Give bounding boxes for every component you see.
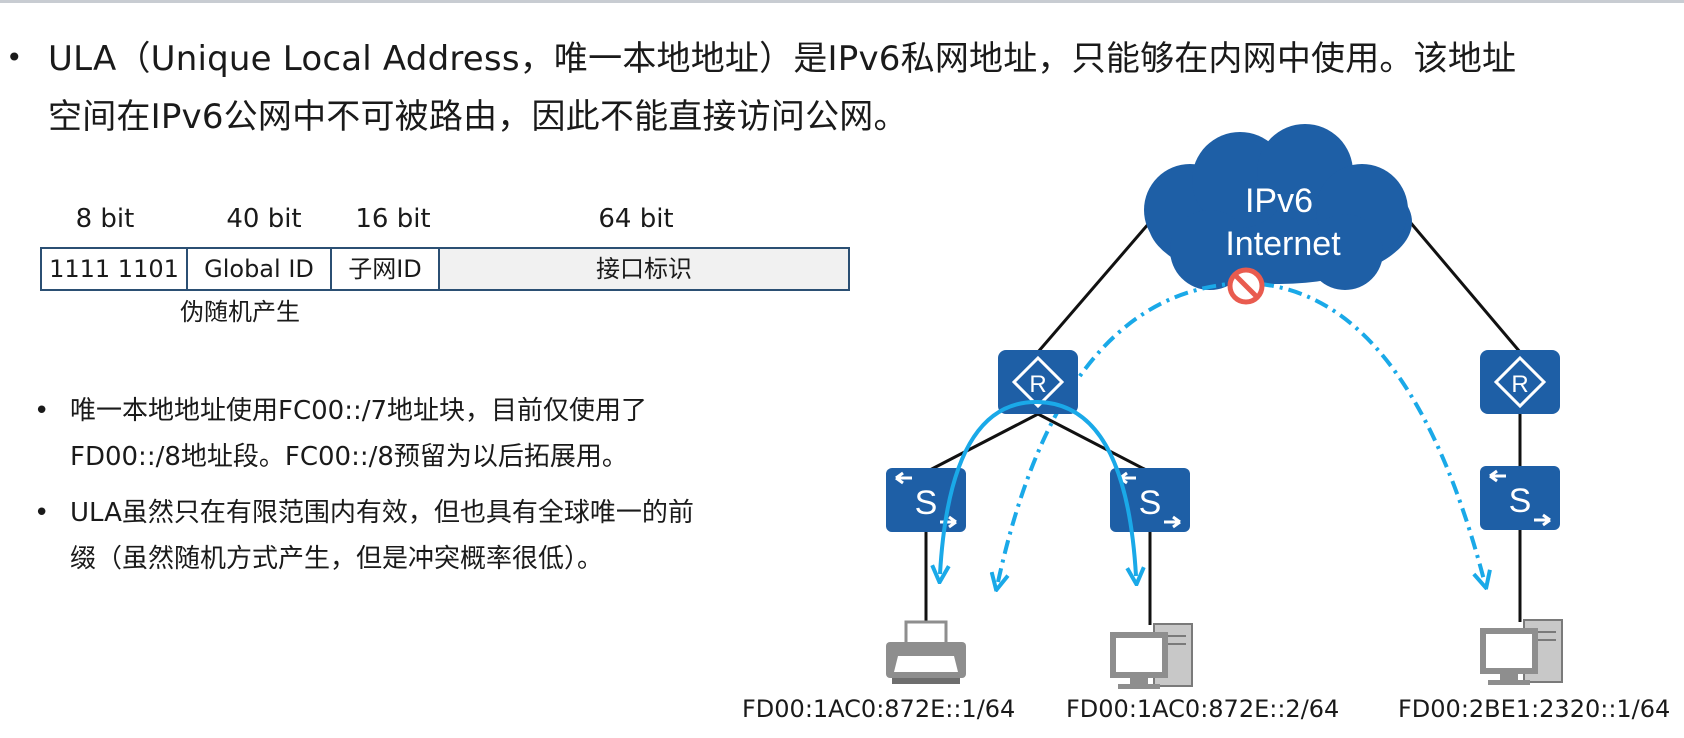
field-subnet-id: 子网ID (332, 249, 440, 289)
bit-label-16: 16 bit (355, 204, 431, 234)
note-1-line-2: FD00::/8地址段。FC00::/8预留为以后拓展用。 (70, 442, 628, 472)
blocked-path-left (998, 282, 1231, 582)
field-global-id: Global ID (188, 249, 332, 289)
note-2-line-2: 缀（虽然随机方式产生，但是冲突概率很低）。 (70, 544, 604, 574)
switch-icon: S (1480, 466, 1560, 530)
switch-label: S (915, 484, 938, 522)
links (924, 221, 1522, 625)
note-bullet: • (34, 498, 50, 528)
blocked-icon (1227, 267, 1265, 305)
cloud-label-2: Internet (1225, 225, 1341, 263)
link-cloud-router-right (1408, 221, 1522, 353)
intro-paragraph: ULA（Unique Local Address，唯一本地地址）是IPv6私网地… (48, 30, 1658, 146)
router-icon: R (1480, 350, 1560, 414)
bit-label-64: 64 bit (598, 204, 674, 234)
host-address-printer: FD00:1AC0:872E::1/64 (742, 695, 1016, 723)
local-communication-path (940, 399, 1136, 576)
link-router-switch-b (1037, 412, 1151, 474)
computer-icon (1480, 619, 1563, 685)
intro-line-2: 空间在IPv6公网中不可被路由，因此不能直接访问公网。 (48, 97, 908, 137)
host-address-pc-1: FD00:1AC0:872E::2/64 (1066, 695, 1340, 723)
computer-icon (1110, 623, 1193, 689)
switch-icon: S (1110, 468, 1190, 532)
ula-format-table: 1111 1101 Global ID 子网ID 接口标识 (40, 247, 850, 291)
note-2-line-1: ULA虽然只在有限范围内有效，但也具有全球唯一的前 (70, 498, 694, 528)
global-id-note: 伪随机产生 (180, 298, 300, 326)
router-icon: R (998, 350, 1078, 414)
router-label: R (1029, 371, 1046, 398)
field-interface-id: 接口标识 (440, 249, 848, 289)
router-label: R (1511, 371, 1528, 398)
bit-label-40: 40 bit (226, 204, 302, 234)
printer-icon (886, 620, 966, 684)
main-bullet: • (6, 41, 23, 74)
blocked-path-right (1259, 282, 1484, 580)
link-cloud-router-left (1036, 221, 1152, 353)
field-prefix: 1111 1101 (42, 249, 188, 289)
host-address-pc-2: FD00:2BE1:2320::1/64 (1398, 695, 1671, 723)
link-router-switch-a (925, 412, 1039, 474)
switch-label: S (1509, 482, 1532, 520)
note-bullet: • (34, 396, 50, 426)
top-divider (0, 0, 1684, 3)
bit-label-8: 8 bit (75, 204, 135, 234)
cloud-icon (1144, 124, 1412, 290)
intro-line-1: ULA（Unique Local Address，唯一本地地址）是IPv6私网地… (48, 39, 1517, 79)
switch-label: S (1139, 484, 1162, 522)
cloud-label-1: IPv6 (1245, 182, 1313, 220)
note-1-line-1: 唯一本地地址使用FC00::/7地址块，目前仅使用了 (70, 396, 648, 426)
